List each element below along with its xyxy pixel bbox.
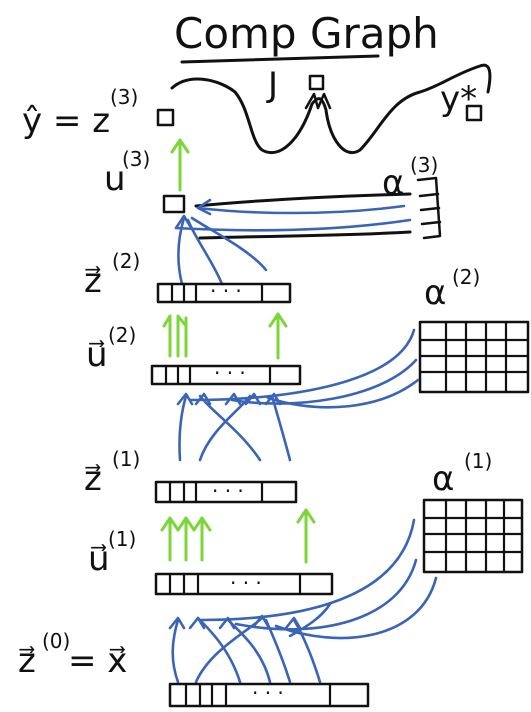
alpha3-line-top — [194, 192, 412, 208]
target-node — [465, 104, 483, 122]
u1-dots: · · · — [230, 571, 262, 595]
z2-dots: · · · — [210, 279, 242, 303]
z2-superscript: (2) — [112, 249, 140, 273]
z1-label: z⃗ — [84, 459, 102, 499]
z0-equals-x: = x⃗ — [68, 641, 127, 681]
diagram-title: Comp Graph — [174, 9, 439, 58]
alpha3-label: α — [382, 163, 404, 203]
z1-dots: · · · — [212, 479, 244, 503]
z2-vector — [156, 282, 292, 304]
u3-green-arrow — [170, 138, 190, 192]
u2-dots: · · · — [214, 361, 246, 385]
u2-label: u⃗ — [86, 335, 108, 375]
alpha1-matrix — [422, 498, 524, 574]
alpha2-matrix — [418, 320, 530, 394]
u3-superscript: (3) — [122, 147, 150, 171]
z0-vector — [168, 682, 370, 708]
u1-blue-arrows — [171, 518, 438, 684]
u3-blue-arrow-4 — [196, 198, 406, 216]
y-hat-superscript: (3) — [110, 85, 138, 109]
z1-green-arrows-left — [160, 516, 212, 562]
z1-green-arrow-right — [296, 508, 316, 564]
u2-blue-arrowheads — [176, 392, 282, 406]
y-hat-label: ŷ = z — [22, 101, 110, 141]
loss-curve — [170, 63, 492, 155]
z2-label: z⃗ — [84, 261, 102, 301]
u1-blue-arrowheads — [168, 614, 302, 630]
u3-blue-arrow-2 — [186, 218, 224, 286]
loss-node — [308, 74, 325, 91]
u3-blue-arrow-1 — [174, 214, 192, 286]
u1-vector — [154, 572, 334, 596]
z0-label: z⃗ — [18, 641, 36, 681]
u3-label: u — [104, 159, 126, 199]
u1-superscript: (1) — [108, 527, 136, 551]
loss-arrows — [304, 92, 332, 110]
alpha2-superscript: (2) — [452, 265, 480, 289]
z2-green-arrows-left — [162, 314, 188, 358]
u2-superscript: (2) — [108, 323, 136, 347]
z0-dots: · · · — [252, 681, 284, 705]
u3-blue-arrow-5 — [174, 218, 412, 232]
alpha1-superscript: (1) — [464, 449, 492, 473]
target-label: y* — [440, 79, 477, 119]
u1-label: u⃗ — [88, 539, 110, 579]
z0-superscript: (0) — [42, 629, 70, 653]
alpha3-vector — [416, 176, 442, 240]
u2-blue-arrows — [178, 328, 420, 462]
u3-node — [162, 194, 186, 214]
alpha3-line-bottom — [198, 230, 412, 240]
output-node — [156, 108, 175, 127]
alpha3-superscript: (3) — [410, 153, 438, 177]
z1-superscript: (1) — [112, 447, 140, 471]
z2-green-arrow-right — [268, 312, 288, 360]
u2-vector — [150, 364, 302, 386]
alpha1-label: α — [432, 459, 454, 499]
u3-blue-arrow-3 — [190, 216, 268, 272]
z1-vector — [154, 480, 298, 504]
alpha2-label: α — [424, 273, 446, 313]
loss-label: J — [266, 65, 278, 105]
title-underline — [180, 54, 380, 64]
